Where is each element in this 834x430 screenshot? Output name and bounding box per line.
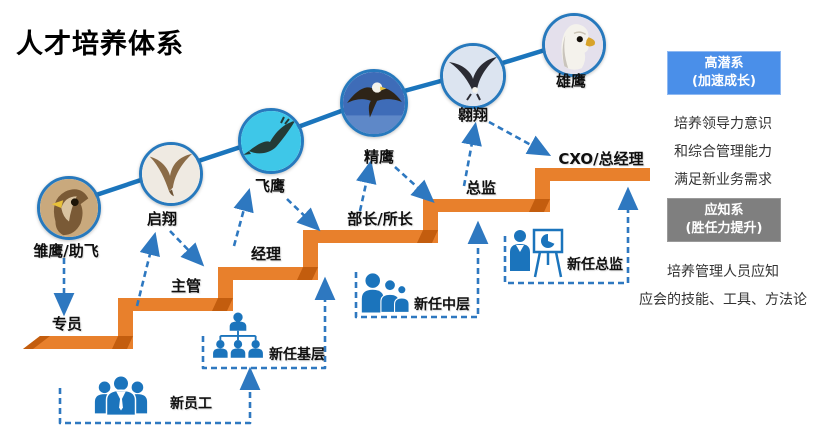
- falcon-head-icon: [40, 179, 98, 237]
- bird-photo-xiongying: [542, 13, 606, 77]
- arrow-down-zongjian: [394, 166, 435, 203]
- bald-eagle-flying-icon: [343, 72, 405, 134]
- position-label-6: CXO/总经理: [558, 150, 644, 168]
- bird-label-1: 雏鹰/助飞: [33, 242, 99, 260]
- bird-photo-feiying: [238, 108, 304, 174]
- new-employees-group-icon: [94, 375, 148, 417]
- bird-label-6: 雄鹰: [555, 72, 587, 90]
- page-title: 人才培养体系: [16, 29, 184, 60]
- bird-photo-chick-eagle: [37, 176, 101, 240]
- bird-label-2: 启翔: [146, 210, 178, 228]
- flying-hawk-icon: [142, 145, 200, 203]
- arrow-up-feiying: [232, 187, 254, 247]
- bird-label-4: 精鹰: [363, 148, 395, 166]
- bird-label-5: 翱翔: [457, 106, 489, 124]
- competency-subtitle: (胜任力提升): [685, 221, 763, 236]
- competency-panel: 应知系 (胜任力提升): [667, 198, 781, 242]
- bald-eagle-head-icon: [545, 16, 603, 74]
- program-label-new-director: 新任总监: [567, 257, 623, 273]
- program-flow-paths: [58, 186, 639, 425]
- high-potential-panel: 高潜系 (加速成长): [667, 51, 781, 95]
- presenter-flipchart-icon: [510, 228, 564, 278]
- staircase-shape: [23, 168, 650, 349]
- position-label-1: 专员: [51, 315, 83, 333]
- promotion-arrows: [53, 120, 552, 317]
- bird-photo-aoxiang: [440, 43, 506, 109]
- arrow-up-jingying: [356, 159, 377, 212]
- position-label-3: 经理: [250, 245, 282, 263]
- arrow-up-aoxiang: [461, 121, 482, 187]
- new-employee-path: [58, 366, 261, 425]
- arrow-up-qixiang: [135, 231, 160, 307]
- arrow-down-buzhang: [286, 198, 321, 232]
- program-label-new-middle: 新任中层: [414, 297, 470, 313]
- competency-title: 应知系: [704, 203, 744, 219]
- high-potential-subtitle: (加速成长): [692, 74, 756, 89]
- position-label-2: 主管: [170, 277, 202, 295]
- arrow-down-cxo: [488, 120, 552, 156]
- org-chart-icon: [213, 312, 263, 358]
- eagle-landing-icon: [443, 46, 503, 106]
- bird-label-3: 飞鹰: [254, 177, 286, 195]
- bird-photo-jingying: [340, 69, 408, 137]
- program-label-new-employee: 新员工: [170, 396, 212, 412]
- high-potential-title: 高潜系: [704, 56, 744, 72]
- soaring-eagle-icon: [241, 111, 301, 171]
- position-label-5: 总监: [465, 179, 497, 197]
- new-middle-path: [354, 220, 489, 319]
- staircase-fold-bevels: [23, 199, 550, 349]
- arrow-down-zhuguan: [169, 230, 205, 267]
- bird-photo-qixiang: [139, 142, 203, 206]
- high-potential-description: 培养领导力意识 和综合管理能力 满足新业务需求: [674, 116, 772, 188]
- competency-description: 培养管理人员应知 应会的技能、工具、方法论: [639, 264, 807, 308]
- people-group-icon: [361, 273, 410, 313]
- new-frontline-path: [201, 276, 336, 370]
- position-label-4: 部长/所长: [347, 210, 413, 228]
- program-label-new-frontline: 新任基层: [269, 347, 325, 363]
- new-director-path: [503, 186, 639, 285]
